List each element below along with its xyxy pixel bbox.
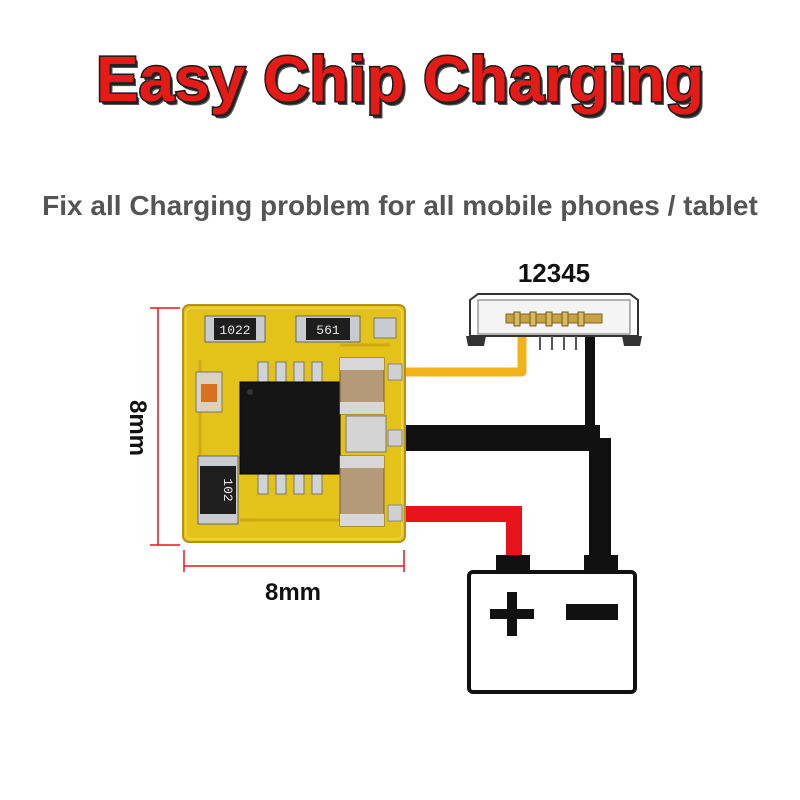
- width-label: 8mm: [265, 579, 321, 606]
- connector-pin-label: 12345: [518, 258, 590, 288]
- board-pads: [387, 363, 403, 522]
- connector-pins: [513, 311, 585, 327]
- capacitor-top: [339, 357, 385, 415]
- led: [195, 371, 223, 413]
- red-wire: [402, 506, 522, 562]
- page-subtitle: Fix all Charging problem for all mobile …: [42, 190, 758, 221]
- page-title: Easy Chip Charging: [94, 42, 705, 117]
- height-label: 8mm: [124, 400, 151, 456]
- resistor-1022: [204, 315, 266, 343]
- width-dimension: [183, 550, 405, 572]
- ic-chip: [239, 361, 341, 495]
- battery: [467, 555, 637, 694]
- battery-plus-icon: [490, 592, 534, 636]
- connector-leads: [539, 336, 577, 350]
- usb-connector: [466, 293, 642, 350]
- charging-chip-board: 1022 561: [182, 304, 406, 543]
- yellow-wire: [402, 336, 527, 377]
- resistor-102: [197, 455, 239, 525]
- resistor-561: [295, 315, 361, 343]
- resistor-1022-label: 1022: [219, 323, 250, 338]
- resistor-102-label: 102: [220, 478, 235, 501]
- battery-minus-icon: [566, 604, 618, 620]
- height-dimension: [150, 307, 180, 546]
- capacitor-bottom: [339, 455, 385, 527]
- resistor-561-label: 561: [316, 323, 340, 338]
